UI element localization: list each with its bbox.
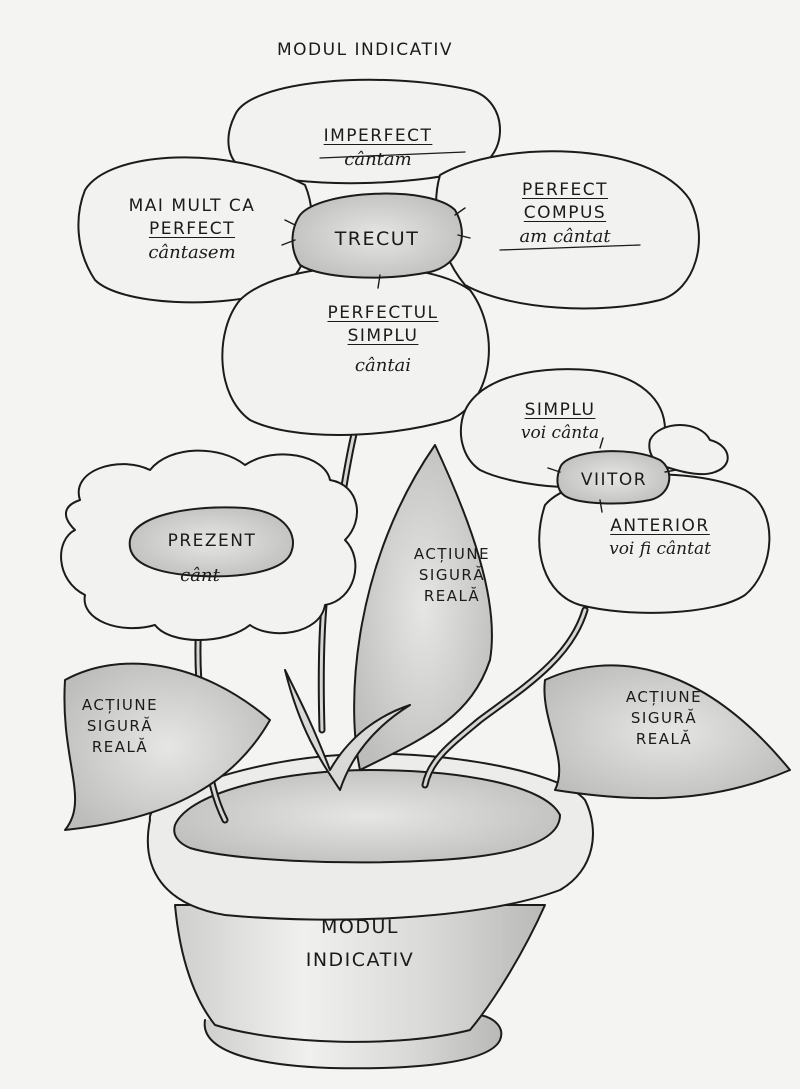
leaf-left-line2: SIGURĂ — [86, 717, 154, 735]
mai-mult-ca-label: MAI MULT CA — [128, 196, 256, 216]
stem-right-inner — [423, 608, 587, 787]
pot-body — [174, 904, 546, 1043]
perfectul-simplu-example: cântai — [354, 355, 412, 376]
leaf-middle-line3: REALĂ — [423, 587, 481, 605]
leaf-right-line2: SIGURĂ — [630, 709, 698, 727]
leaf-left-text: ACȚIUNE SIGURĂ REALĂ — [82, 698, 158, 755]
leaf-middle-line2: SIGURĂ — [418, 566, 486, 584]
leaf-middle — [353, 444, 493, 771]
perfectul-simplu-group: PERFECTUL SIMPLU cântai — [328, 305, 439, 375]
leaf-middle-text: ACȚIUNE SIGURĂ REALĂ — [414, 547, 490, 604]
viitor-simplu-label: SIMPLU — [524, 400, 596, 420]
center-trecut — [291, 192, 463, 279]
viitor-simplu-group: SIMPLU voi cânta — [521, 402, 599, 442]
simplu-label-top: SIMPLU — [347, 326, 419, 346]
leaf-right-line1: ACȚIUNE — [625, 688, 703, 706]
viitor-label: VIITOR — [580, 470, 648, 490]
mai-mult-ca-perfect-example: cântasem — [148, 242, 236, 263]
center-viitor — [556, 450, 671, 505]
perfect-label-left: PERFECT — [148, 219, 236, 239]
pot-soil — [173, 769, 561, 864]
perfect-label-right: PERFECT — [521, 180, 609, 200]
pot-label: MODUL INDICATIV — [306, 918, 415, 970]
leaf-right-text: ACȚIUNE SIGURĂ REALĂ — [626, 690, 702, 747]
prezent-label: PREZENT — [167, 531, 257, 551]
leaf-right-line3: REALĂ — [635, 730, 693, 748]
leaf-left — [63, 662, 271, 831]
center-prezent — [128, 506, 294, 578]
leaf-left-line3: REALĂ — [91, 738, 149, 756]
leaf-middle-line1: ACȚIUNE — [413, 545, 491, 563]
imperfect-label: IMPERFECT — [323, 126, 433, 146]
perfect-compus-example: am cântat — [519, 226, 611, 247]
pot-line2: INDICATIV — [305, 949, 415, 971]
petal-perfect-compus — [435, 150, 700, 310]
trecut-label: TRECUT — [334, 228, 420, 250]
sprout-leaves — [284, 669, 411, 791]
imperfect-example: cântam — [344, 149, 412, 170]
leaf-right — [543, 664, 791, 800]
leaf-left-line1: ACȚIUNE — [81, 696, 159, 714]
pot-line1: MODUL — [321, 916, 399, 938]
viitor-anterior-group: ANTERIOR voi fi cântat — [609, 518, 711, 558]
compus-label: COMPUS — [523, 203, 607, 223]
anterior-example: voi fi cântat — [609, 539, 711, 559]
imperfect-group: IMPERFECT cântam — [324, 128, 433, 169]
anterior-label: ANTERIOR — [610, 516, 710, 536]
perfectul-label: PERFECTUL — [327, 303, 439, 323]
prezent-example: cânt — [180, 565, 220, 586]
diagram-title: MODUL INDICATIV — [277, 40, 453, 60]
perfect-compus-group: PERFECT COMPUS am cântat — [519, 182, 610, 246]
viitor-simplu-example: voi cânta — [520, 423, 600, 443]
mai-mult-ca-perfect-group: MAI MULT CA PERFECT cântasem — [129, 198, 256, 262]
